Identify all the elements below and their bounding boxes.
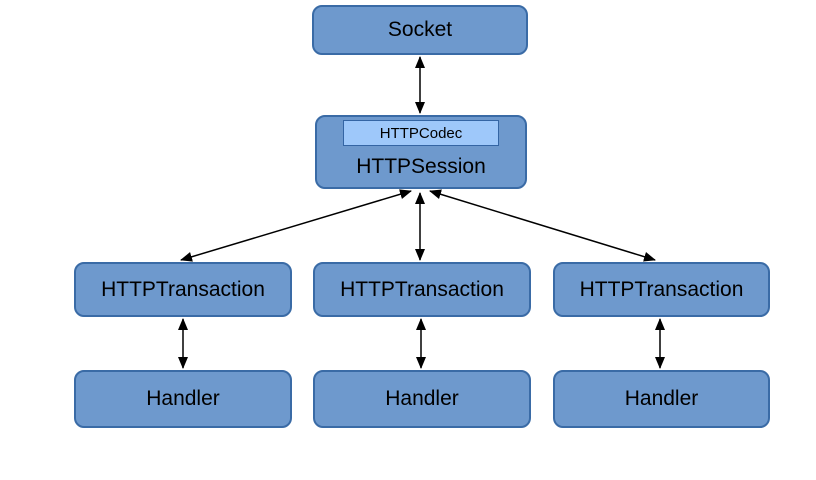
node-handler-2-label: Handler [624, 387, 699, 410]
node-socket: Socket [312, 5, 528, 55]
node-httpsession: HTTPCodec HTTPSession [315, 115, 527, 189]
node-handler-1-label: Handler [385, 387, 459, 410]
edge-session-transaction-0 [180, 189, 412, 262]
node-httptransaction-0-label: HTTPTransaction [101, 277, 265, 301]
node-httpcodec-label: HTTPCodec [379, 124, 463, 142]
node-httptransaction-1-label: HTTPTransaction [340, 277, 504, 301]
node-handler-2: Handler [553, 370, 770, 428]
node-httpsession-label: HTTPSession [356, 154, 486, 178]
node-handler-0: Handler [74, 370, 292, 428]
node-httptransaction-2-label: HTTPTransaction [579, 277, 744, 301]
edge-session-transaction-2 [429, 189, 656, 262]
node-httptransaction-0: HTTPTransaction [74, 262, 292, 317]
node-handler-0-label: Handler [146, 387, 220, 410]
node-httpcodec: HTTPCodec [343, 120, 499, 146]
node-httptransaction-2: HTTPTransaction [553, 262, 770, 317]
node-socket-label: Socket [387, 18, 453, 41]
node-handler-1: Handler [313, 370, 531, 428]
node-httptransaction-1: HTTPTransaction [313, 262, 531, 317]
